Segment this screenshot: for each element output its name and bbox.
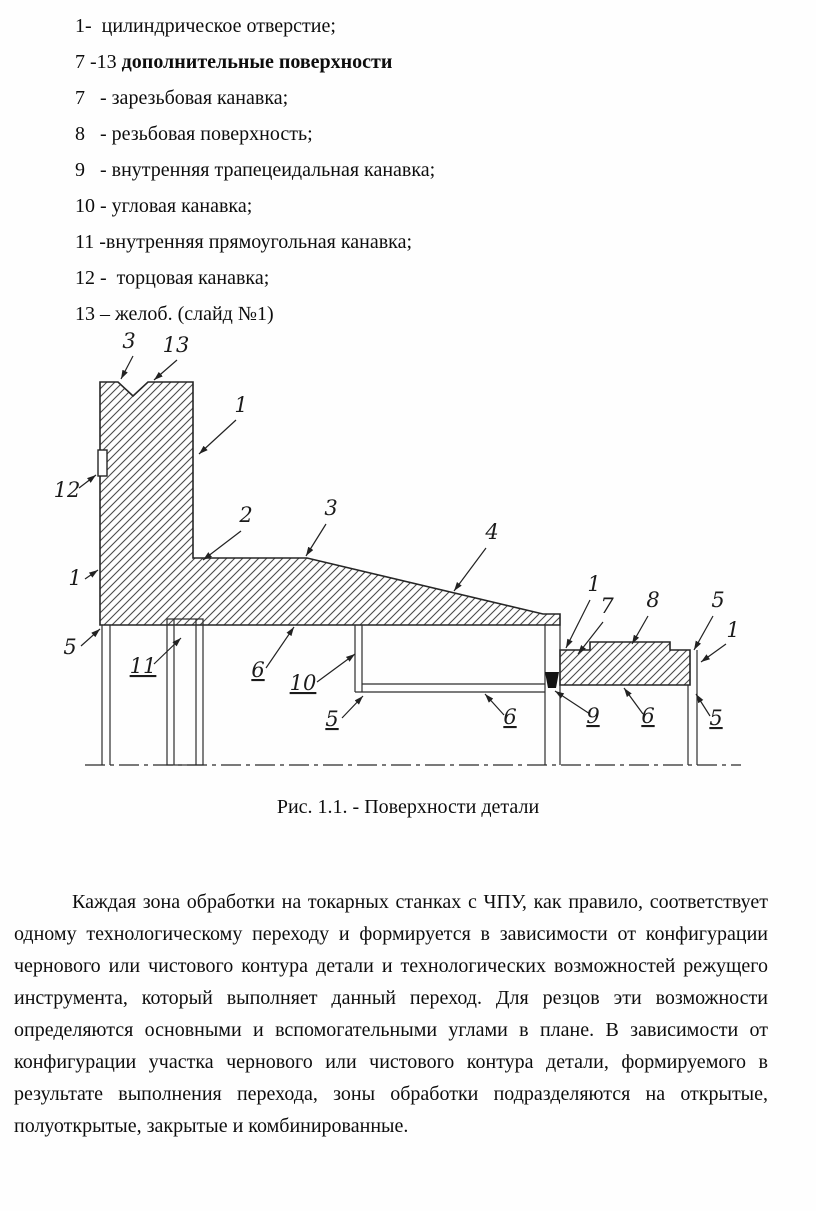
callout-label: 5 <box>711 588 724 612</box>
figure-caption: Рис. 1.1. - Поверхности детали <box>276 796 540 818</box>
list-item-prefix: 7 -13 <box>75 51 122 73</box>
callout-label: 1 <box>234 393 247 417</box>
lower-walls <box>101 618 698 766</box>
callout-label: 9 <box>586 704 599 728</box>
callout-label: 6 <box>251 658 264 682</box>
list-item: 12 - торцовая канавка; <box>75 260 816 296</box>
surface-list: 1- цилиндрическое отверстие; 7 -13 допол… <box>0 8 816 332</box>
groove-12-notch <box>97 449 108 477</box>
list-item: 11 -внутренняя прямоугольная канавка; <box>75 224 816 260</box>
callout-label: 2 <box>238 503 252 527</box>
callout-label: 7 <box>600 594 614 618</box>
list-item-text: 7 - зарезьбовая канавка; <box>75 87 289 109</box>
hatched-right-block <box>559 641 691 686</box>
callout-label: 11 <box>130 654 157 678</box>
callout-label: 1 <box>726 618 739 642</box>
callout-label: 3 <box>122 332 135 353</box>
callout-label: 6 <box>503 705 516 729</box>
callout-label: 5 <box>709 706 722 730</box>
callout-label: 5 <box>63 635 76 659</box>
list-item: 13 – желоб. (слайд №1) <box>75 296 816 332</box>
list-item-text: 12 - торцовая канавка; <box>75 267 270 289</box>
callout-label: 1 <box>68 566 81 590</box>
callout-label: 3 <box>324 496 337 520</box>
hatched-main-profile <box>99 381 561 626</box>
callout-label: 10 <box>290 671 317 695</box>
list-item-text: 9 - внутренняя трапецеидальная канавка; <box>75 159 436 181</box>
figure-part-cross-section: 3 13 1 12 1 5 2 3 4 11 6 10 5 6 1 7 8 5 … <box>45 329 745 784</box>
callout-label: 1 <box>587 572 600 596</box>
callout-label: 8 <box>646 588 659 612</box>
list-item-text: 13 – желоб. (слайд №1) <box>75 303 274 325</box>
list-item-text: 11 -внутренняя прямоугольная канавка; <box>75 231 413 253</box>
list-item-bold-text: дополнительные поверхности <box>121 51 393 73</box>
list-item: 7 -13 дополнительные поверхности <box>75 44 816 80</box>
list-item-text: 10 - угловая канавка; <box>75 195 253 217</box>
groove-9-trapezoid <box>545 672 559 688</box>
callout-leaders <box>78 355 727 719</box>
list-item: 1- цилиндрическое отверстие; <box>75 8 816 44</box>
callout-label: 13 <box>163 333 190 357</box>
callout-label: 4 <box>484 520 498 544</box>
body-paragraph: Каждая зона обработки на токарных станка… <box>14 891 768 1137</box>
list-item: 10 - угловая канавка; <box>75 188 816 224</box>
callout-labels: 3 13 1 12 1 5 2 3 4 11 6 10 5 6 1 7 8 5 … <box>54 329 740 731</box>
list-item: 7 - зарезьбовая канавка; <box>75 80 816 116</box>
callout-label: 12 <box>54 478 81 502</box>
technical-drawing: 3 13 1 12 1 5 2 3 4 11 6 10 5 6 1 7 8 5 … <box>54 329 741 766</box>
list-item: 8 - резьбовая поверхность; <box>75 116 816 152</box>
callout-label: 5 <box>325 707 338 731</box>
list-item-text: 8 - резьбовая поверхность; <box>75 123 313 145</box>
list-item: 9 - внутренняя трапецеидальная канавка; <box>75 152 816 188</box>
callout-label: 6 <box>641 704 654 728</box>
list-item-text: 1- цилиндрическое отверстие; <box>75 15 336 37</box>
